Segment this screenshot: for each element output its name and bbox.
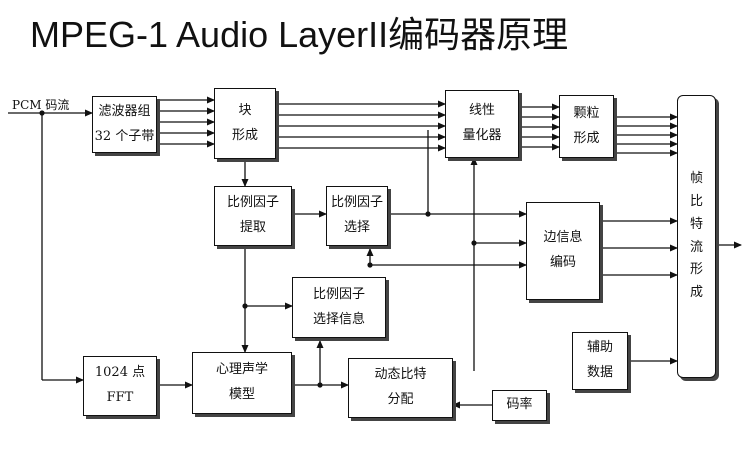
- filterbank-block: 滤波器组 32 个子带: [92, 96, 157, 153]
- frame-char-4: 流: [689, 239, 703, 255]
- frame-char-5: 形: [689, 262, 703, 278]
- dyn-alloc-line-1: 动态比特: [374, 367, 427, 383]
- sf-select-info-line-1: 比例因子: [312, 286, 365, 302]
- psychoacoustic-model-block: 心理声学 模型: [192, 352, 292, 414]
- fft-line-1: 1024 点: [94, 365, 146, 381]
- granule-line-2: 形成: [573, 130, 600, 146]
- quantizer-line-2: 量化器: [462, 128, 502, 143]
- frame-char-2: 比: [689, 194, 703, 209]
- aux-line-2: 数据: [586, 365, 613, 380]
- sf-extract-line-1: 比例因子: [226, 195, 279, 211]
- junction-dot: [367, 262, 373, 268]
- filterbank-line-1: 滤波器组: [98, 103, 151, 119]
- junction-dot: [425, 211, 431, 217]
- sf-select-info-line-2: 选择信息: [312, 311, 365, 327]
- aux-line-1: 辅助: [586, 340, 613, 356]
- block-forming-line-1: 块: [238, 102, 252, 118]
- scale-factor-extract-block: 比例因子 提取: [214, 186, 292, 246]
- diagram-title: MPEG-1 Audio LayerII编码器原理: [30, 14, 569, 55]
- frame-char-3: 特: [689, 216, 703, 232]
- granule-forming-block: 颗粒 形成: [559, 95, 614, 158]
- side-info-coding-block: 边信息 编码: [526, 202, 600, 300]
- junction-dot: [242, 303, 248, 309]
- junction-dot: [39, 110, 45, 116]
- psycho-line-2: 模型: [228, 387, 255, 402]
- frame-forming-block: 帧 比 特 流 形 成: [677, 95, 716, 378]
- pcm-input-label: PCM 码流: [12, 98, 70, 112]
- scale-factor-select-info-block: 比例因子 选择信息: [292, 277, 386, 338]
- bitrate-block: 码率: [492, 390, 547, 421]
- filterbank-line-2: 32 个子带: [94, 128, 155, 144]
- block-forming-block: 块 形成: [214, 88, 276, 159]
- granule-line-1: 颗粒: [573, 105, 600, 121]
- side-info-line-2: 编码: [549, 255, 576, 270]
- psycho-line-1: 心理声学: [215, 362, 268, 378]
- fft-line-2: FFT: [106, 390, 134, 405]
- dynamic-bit-allocation-block: 动态比特 分配: [348, 358, 453, 418]
- quantizer-line-1: 线性: [468, 103, 495, 119]
- sf-select-line-2: 选择: [343, 220, 370, 235]
- frame-char-1: 帧: [689, 171, 703, 187]
- dyn-alloc-line-2: 分配: [387, 392, 414, 407]
- side-info-line-1: 边信息: [543, 230, 583, 246]
- auxiliary-data-block: 辅助 数据: [572, 332, 628, 390]
- block-forming-line-2: 形成: [231, 127, 258, 143]
- sf-extract-line-2: 提取: [239, 220, 266, 235]
- frame-char-6: 成: [689, 285, 703, 300]
- junction-dot: [471, 240, 477, 246]
- quantizer-block: 线性 量化器: [445, 90, 519, 158]
- bitrate-label: 码率: [506, 397, 533, 413]
- sf-select-line-1: 比例因子: [330, 195, 383, 211]
- fft-block: 1024 点 FFT: [83, 356, 157, 416]
- scale-factor-select-block: 比例因子 选择: [326, 186, 388, 246]
- junction-dot: [317, 382, 323, 388]
